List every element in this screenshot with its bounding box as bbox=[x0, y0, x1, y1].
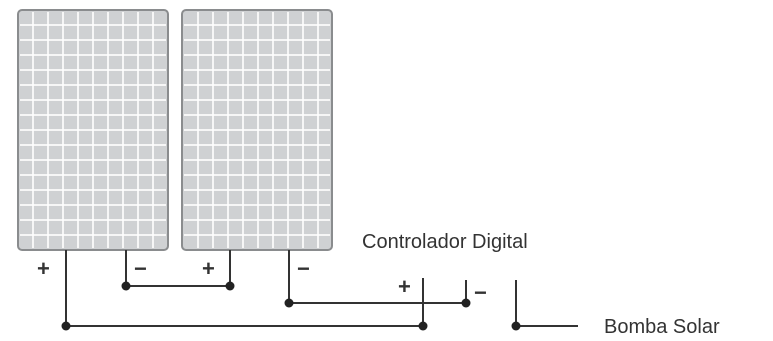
junction-dot bbox=[121, 281, 131, 291]
junction-dot bbox=[225, 281, 235, 291]
panel1-minus-sign: − bbox=[134, 256, 147, 281]
solar-panel-1 bbox=[17, 9, 169, 251]
panel2-plus-sign: + bbox=[202, 256, 215, 281]
junction-dot bbox=[418, 321, 428, 331]
controller-minus-sign: − bbox=[474, 280, 487, 305]
junction-dots bbox=[61, 281, 521, 331]
junction-dot bbox=[61, 321, 71, 331]
pump-label: Bomba Solar bbox=[604, 316, 720, 338]
junction-dot bbox=[461, 298, 471, 308]
junction-dot bbox=[284, 298, 294, 308]
wiring bbox=[65, 250, 578, 327]
controller-plus-sign: + bbox=[398, 274, 411, 299]
controller-label: Controlador Digital bbox=[362, 231, 528, 253]
junction-dot bbox=[511, 321, 521, 331]
panel1-plus-sign: + bbox=[37, 256, 50, 281]
solar-panel-2 bbox=[181, 9, 333, 251]
panel2-minus-sign: − bbox=[297, 256, 310, 281]
